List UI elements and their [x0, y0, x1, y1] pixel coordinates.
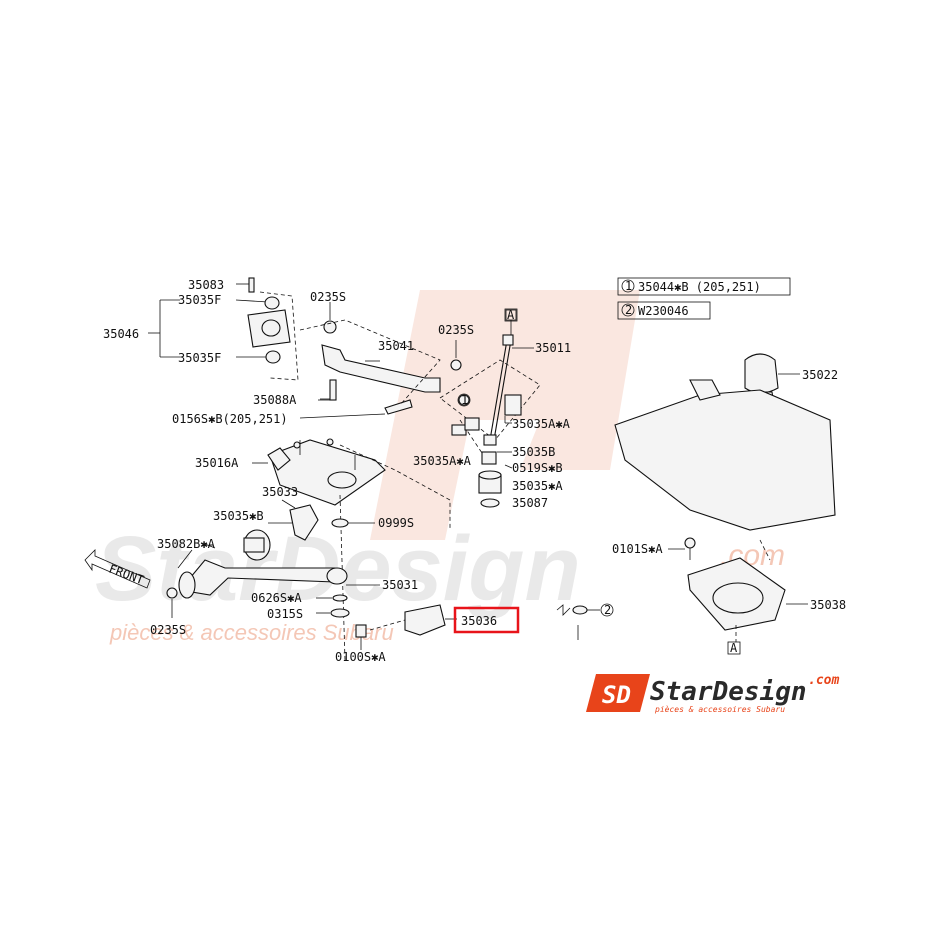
reference-a: A A [504, 308, 741, 655]
label-35083: 35083 [188, 278, 224, 292]
label-0519s: 0519S✱B [512, 461, 563, 475]
logo-brand: StarDesign [650, 677, 807, 707]
label-35035f-top: 35035F [178, 293, 221, 307]
label-35033: 35033 [262, 485, 298, 499]
logo-com: .com [808, 673, 839, 688]
label-0235s-mid: 0235S [438, 323, 474, 337]
label-35087: 35087 [512, 496, 548, 510]
label-35011: 35011 [535, 341, 571, 355]
callout-2: 2 [604, 603, 611, 617]
label-35016a: 35016A [195, 456, 239, 470]
label-0235s-top: 0235S [310, 290, 346, 304]
watermark-subtitle: pièces & accessoires Subaru [109, 620, 394, 645]
legend-item1-num: 1 [625, 279, 632, 293]
label-35046: 35046 [103, 327, 139, 341]
label-35035-b: 35035✱B [213, 509, 264, 523]
bracket-35036 [355, 604, 446, 650]
label-35036: 35036 [461, 614, 497, 628]
bracket-assembly [148, 277, 299, 381]
pivot-parts [243, 504, 375, 561]
leader-lines [204, 399, 685, 550]
label-0156s: 0156S✱B(205,251) [172, 412, 288, 426]
label-35035f-bottom: 35035F [178, 351, 221, 365]
logo-mark [586, 674, 650, 712]
label-35031: 35031 [382, 578, 418, 592]
label-0315s: 0315S [267, 607, 303, 621]
label-35035-a: 35035✱A [512, 479, 563, 493]
label-0999s: 0999S [378, 516, 414, 530]
label-0626s-a: 0626S✱A [251, 591, 302, 605]
label-35035a-a-right: 35035A✱A [512, 417, 571, 431]
part-labels: 35083 35035F 35046 35035F 0235S 35041 02… [103, 278, 846, 664]
label-35022: 35022 [802, 368, 838, 382]
label-35041: 35041 [378, 339, 414, 353]
label-35038: 35038 [810, 598, 846, 612]
legend-item2-num: 2 [625, 303, 632, 317]
highlight-35036: 35036 [445, 606, 520, 634]
label-0100s-a: 0100S✱A [335, 650, 386, 664]
boot-bracket [684, 537, 808, 642]
callout-1: 1 [461, 393, 468, 407]
clip-parts [556, 604, 600, 640]
logo-subtitle: pièces & accessoires Subaru [654, 704, 785, 714]
stardesign-logo: SD StarDesign .com pièces & accessoires … [586, 673, 839, 714]
highlight-box [453, 606, 520, 634]
legend-item2-text: W230046 [638, 304, 689, 318]
label-35035b: 35035B [512, 445, 555, 459]
ref-a-top: A [507, 308, 515, 322]
callouts: 1 2 [457, 393, 614, 617]
label-0235s-bottom: 0235S [150, 623, 186, 637]
label-35088a: 35088A [253, 393, 297, 407]
legend-item1-text: 35044✱B (205,251) [638, 280, 761, 294]
shifter-housing [267, 438, 451, 661]
shift-lever [439, 309, 541, 508]
shift-knob-and-console [614, 353, 836, 531]
lower-rod [166, 549, 380, 618]
label-0101s-a: 0101S✱A [612, 542, 663, 556]
ref-a-bottom: A [730, 641, 738, 655]
label-35035a-a-left: 35035A✱A [413, 454, 472, 468]
label-35082b-a: 35082B✱A [157, 537, 216, 551]
shift-rod [299, 302, 462, 419]
legend: 1 35044✱B (205,251) 2 W230046 [617, 277, 791, 320]
logo-mark-letters: SD [602, 681, 631, 709]
